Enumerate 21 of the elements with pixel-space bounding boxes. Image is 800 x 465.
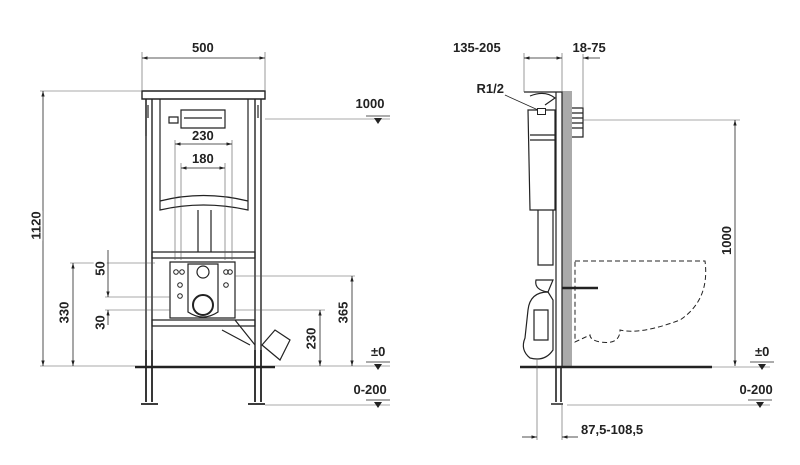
dimension-value: 500 (191, 40, 215, 54)
dimension-value: 330 (57, 300, 70, 324)
dimension-value: ±0 (370, 344, 386, 358)
dimension-value: 1120 (30, 210, 43, 240)
dimension-value: 230 (304, 326, 318, 350)
thread-size-label: R1/2 (476, 82, 505, 94)
inlet-fitting (536, 108, 546, 114)
dimension-value: 1000 (719, 224, 732, 256)
dimension-value: 18-75 (572, 40, 607, 54)
dimension-value: 135-205 (452, 40, 502, 54)
dimension-value: 87,5-108,5 (580, 422, 644, 436)
dimension-value: 180 (191, 152, 215, 164)
dimension-value: 0-200 (352, 382, 388, 396)
dimension-value: 1000 (354, 96, 386, 110)
dimension-value: 30 (94, 314, 107, 330)
dimension-value: 365 (336, 300, 350, 324)
dimension-value: 0-200 (738, 382, 774, 396)
leader-line (504, 94, 538, 110)
dimension-value: 50 (94, 260, 107, 276)
dimension-value: 230 (191, 128, 215, 142)
dimension-value: ±0 (754, 344, 770, 358)
